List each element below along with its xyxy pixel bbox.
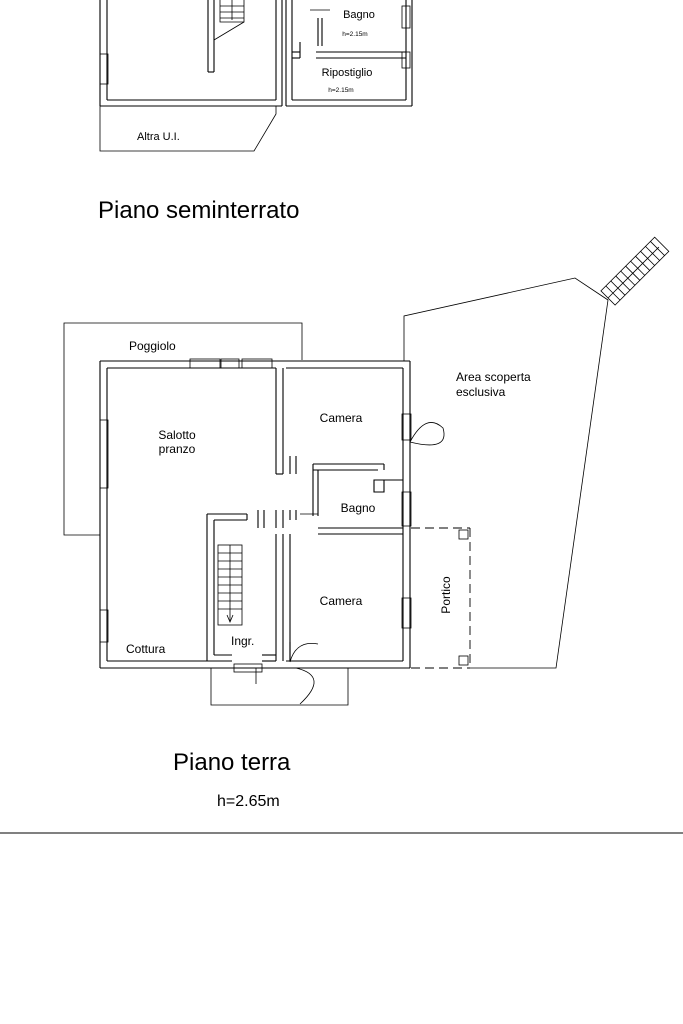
entrance-step <box>210 668 349 706</box>
basement-bagno-label: Bagno <box>343 9 375 21</box>
stair-treads <box>217 544 243 626</box>
basement-plan: Bagno h=2.15m Ripostiglio h=2.15m Altra … <box>99 0 413 152</box>
ground-floor-title: Piano terra <box>173 749 291 776</box>
door-swings <box>255 422 445 705</box>
poggiolo-outline <box>63 322 303 536</box>
area-scoperta-label-line2: esclusiva <box>456 385 506 399</box>
basement-ripostiglio-label: Ripostiglio <box>322 67 373 79</box>
portico-label: Portico <box>439 576 453 614</box>
basement-altra-ui-label: Altra U.I. <box>137 131 180 143</box>
basement-walls <box>99 0 413 152</box>
basement-ripostiglio-height: h=2.15m <box>328 87 353 94</box>
ingresso-label: Ingr. <box>231 634 254 648</box>
basement-plan-title: Piano seminterrato <box>98 197 299 224</box>
camera-top-label: Camera <box>320 411 363 425</box>
poggiolo-label: Poggiolo <box>129 339 176 353</box>
ground-floor-height-note: h=2.65m <box>217 793 280 810</box>
camera-bottom-label: Camera <box>320 594 363 608</box>
ground-floor-walls <box>99 358 412 673</box>
bagno-label: Bagno <box>341 501 376 515</box>
portico-outline <box>411 527 471 669</box>
salotto-label-line1: Salotto <box>158 428 196 442</box>
area-scoperta-label-line1: Area scoperta <box>456 370 531 384</box>
cottura-label: Cottura <box>126 642 166 656</box>
area-scoperta-outline <box>403 277 609 669</box>
ground-floor-plan: Poggiolo Salotto pranzo Camera Bagno Cam… <box>63 236 670 706</box>
basement-bagno-height: h=2.15m <box>342 31 367 38</box>
salotto-label-line2: pranzo <box>159 442 196 456</box>
outdoor-stair <box>600 236 670 306</box>
